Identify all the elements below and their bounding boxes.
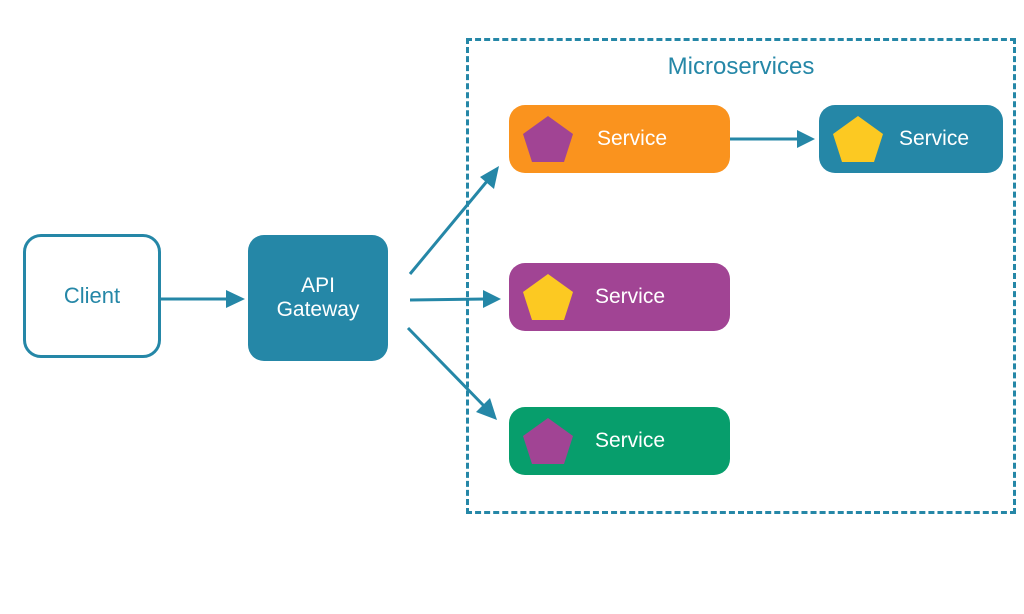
service-label: Service	[595, 429, 666, 452]
client-label: Client	[63, 283, 121, 308]
pentagon-icon	[523, 418, 573, 464]
gateway-label-line1: API	[301, 274, 335, 297]
pentagon-icon	[523, 116, 573, 162]
arrowhead-client-gateway	[226, 290, 245, 308]
arrowhead-gateway-svc-purple	[483, 290, 501, 308]
service-label: Service	[595, 285, 666, 308]
edge-gateway-svc-purple	[409, 297, 487, 302]
group-title: Microservices	[667, 53, 815, 80]
microservices-group: Microservices	[466, 38, 1016, 514]
service-node-orange[interactable]: Service	[509, 105, 730, 173]
pentagon-icon	[523, 274, 573, 320]
service-node-blue[interactable]: Service	[819, 105, 1003, 173]
service-label: Service	[597, 127, 668, 150]
service-label: Service	[899, 127, 970, 150]
client-node[interactable]: Client	[23, 234, 161, 358]
arrowhead-gateway-svc-orange	[480, 166, 499, 189]
service-node-green[interactable]: Service	[509, 407, 730, 475]
pentagon-icon	[833, 116, 883, 162]
gateway-label-line2: Gateway	[276, 298, 360, 321]
edge-gateway-svc-orange	[408, 179, 490, 275]
arrowhead-svc-orange-svc-blue	[797, 130, 815, 148]
api-gateway-node[interactable]: API Gateway	[248, 235, 388, 361]
service-node-purple[interactable]: Service	[509, 263, 730, 331]
edge-gateway-svc-green	[406, 326, 488, 410]
arrowhead-gateway-svc-green	[476, 398, 497, 420]
